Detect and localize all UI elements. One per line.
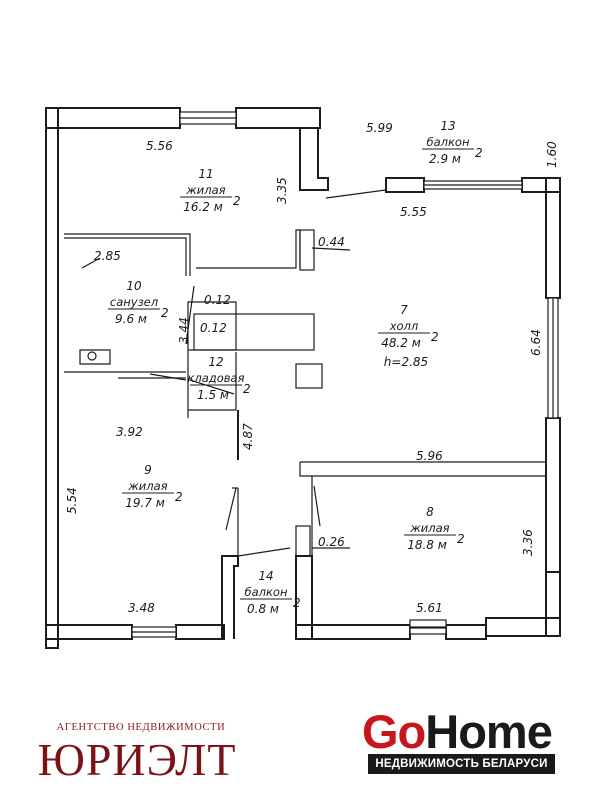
room-label: 9 жилая 19.7 м 2 [122, 463, 183, 510]
gohome-logo: GoHome [362, 705, 553, 758]
dimension-label: 0.44 [318, 235, 345, 249]
room-name: холл [389, 319, 419, 333]
room-area: 0.8 м [247, 602, 279, 616]
gohome-logo-home: Home [425, 705, 553, 758]
gohome-logo-go: Go [362, 705, 426, 758]
room-label: 14 балкон 0.8 м 2 [240, 569, 301, 616]
room-area: 2.9 м [429, 152, 461, 166]
room-number: 7 [400, 303, 408, 317]
room-number: 11 [198, 167, 213, 181]
dimension-label: 5.96 [416, 449, 443, 463]
dimension-label: 5.56 [146, 139, 173, 153]
room-name: жилая [409, 521, 449, 535]
room-label: 11 жилая 16.2 м 2 [180, 167, 241, 214]
room-area: 9.6 м [115, 312, 147, 326]
dimension-label: 5.99 [366, 121, 393, 135]
dimension-label: 0.12 [204, 293, 231, 307]
agency-caption: АГЕНТСТВО НЕДВИЖИМОСТИ [56, 722, 226, 733]
room-name: жилая [127, 479, 167, 493]
room-area-unit-exponent: 2 [457, 532, 465, 546]
room-area: 16.2 м [183, 200, 223, 214]
interior-walls [64, 229, 547, 557]
dimension-label: 3.36 [521, 529, 535, 556]
room-number: 9 [144, 463, 152, 477]
room-area: 18.8 м [407, 538, 447, 552]
room-area-unit-exponent: 2 [233, 194, 241, 208]
room-area-unit-exponent: 2 [175, 490, 183, 504]
room-name: санузел [110, 295, 159, 309]
dimension-label: 5.54 [65, 487, 79, 514]
room-area: 48.2 м [381, 336, 421, 350]
agency-logo: ЮРИЭЛТ [37, 734, 237, 785]
room-number: 10 [126, 279, 142, 293]
dimension-label: 3.48 [128, 601, 155, 615]
room-area-unit-exponent: 2 [161, 306, 169, 320]
dimension-label: 0.26 [318, 535, 345, 549]
room-area-unit-exponent: 2 [243, 382, 251, 396]
room-area: 1.5 м [197, 388, 229, 402]
room-area-unit-exponent: 2 [293, 596, 301, 610]
dimension-label: 1.60 [545, 141, 559, 168]
room-number: 8 [426, 505, 434, 519]
dimension-label: 3.35 [275, 177, 289, 204]
door-lines [81, 189, 387, 557]
windows [131, 111, 559, 638]
room-number: 12 [208, 355, 223, 369]
dimension-label: 4.87 [241, 423, 255, 450]
room-label: 8 жилая 18.8 м 2 [404, 505, 465, 552]
room-number: 13 [440, 119, 455, 133]
room-name: кладовая [187, 371, 244, 385]
room-area-unit-exponent: 2 [431, 330, 439, 344]
room-label: 13 балкон 2.9 м 2 [422, 119, 483, 166]
room-name: жилая [185, 183, 225, 197]
dimension-label: 5.61 [416, 601, 443, 615]
dimension-label: 5.55 [400, 205, 427, 219]
room-name: балкон [245, 585, 288, 599]
room-area: 19.7 м [125, 496, 165, 510]
dimension-label: 2.85 [94, 249, 121, 263]
room-height: h=2.85 [384, 355, 428, 369]
dimension-label: 3.92 [116, 425, 143, 439]
room-label: 10 санузел 9.6 м 2 [108, 279, 169, 326]
room-area-unit-exponent: 2 [475, 146, 483, 160]
dimension-label: 3.44 [177, 317, 191, 344]
room-label: 7 холл 48.2 м 2h=2.85 [378, 303, 439, 369]
room-number: 14 [258, 569, 273, 583]
gohome-tagline: НЕДВИЖИМОСТЬ БЕЛАРУСИ [368, 754, 555, 774]
dimension-labels: 5.56 3.35 5.99 1.60 5.55 0.44 2.85 0.12 … [65, 121, 559, 615]
dimension-label: 0.12 [200, 321, 227, 335]
room-label: 12 кладовая 1.5 м 2 [187, 355, 250, 402]
dimension-label: 6.64 [529, 329, 543, 356]
room-name: балкон [427, 135, 470, 149]
